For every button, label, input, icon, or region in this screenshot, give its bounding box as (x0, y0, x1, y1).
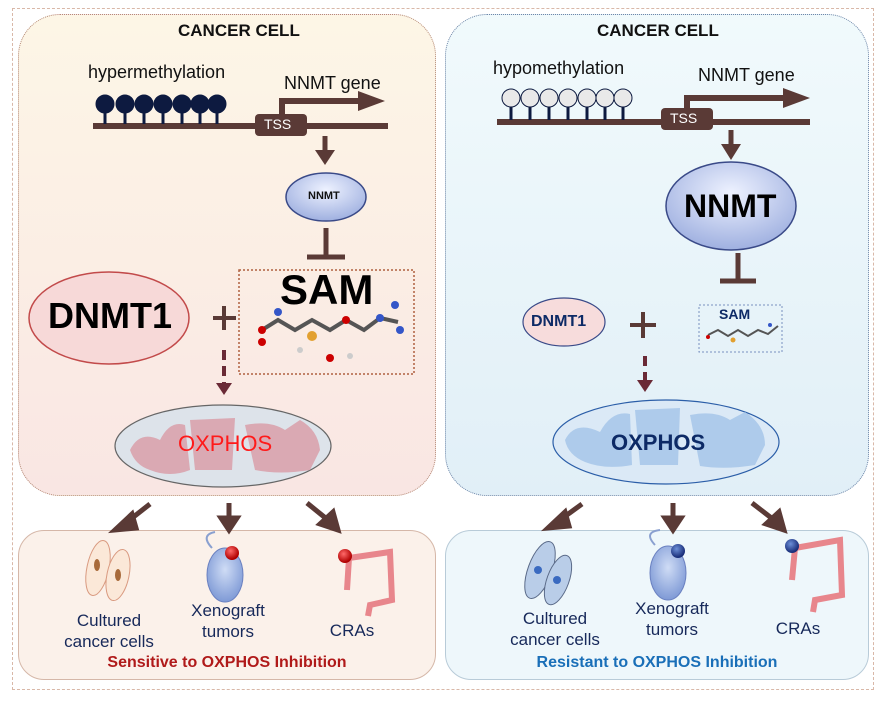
methylation-label-left: hypermethylation (88, 62, 226, 82)
dnmt1-label-right: DNMT1 (531, 313, 587, 330)
verdict-right: Resistant to OXPHOS Inhibition (536, 654, 778, 671)
sam-box-right (698, 304, 783, 353)
cultured-cells-icon-right (524, 541, 573, 606)
nnmt-ellipse-right (665, 161, 797, 251)
dna-strand-left (93, 91, 388, 165)
panel-title-left: CANCER CELL (178, 21, 300, 40)
nnmt-label-right: NNMT (684, 188, 777, 224)
dnmt1-ellipse-right (522, 297, 606, 347)
item-line: cancer cells (510, 630, 600, 649)
item-line: Cultured (522, 609, 588, 628)
gene-label-right: NNMT gene (698, 65, 795, 85)
tss-label-right: TSS (670, 110, 698, 126)
figure-frame (12, 8, 874, 690)
verdict-left: Sensitive to OXPHOS Inhibition (107, 654, 347, 671)
item-line: tumors (202, 622, 254, 641)
methylation-lollipops-hyper (95, 94, 227, 124)
item-line: cancer cells (64, 632, 154, 651)
item-cultured-cells-left: Cultured cancer cells (64, 610, 154, 652)
dna-strand-right (497, 88, 810, 160)
branch-arrows-left (107, 501, 342, 535)
cultured-cells-icon-left (85, 540, 131, 602)
gene-arrow-left (358, 91, 385, 111)
nnmt-label-left: NNMT (308, 190, 340, 202)
item-line: Cultured (76, 611, 142, 630)
sam-molecule-left (258, 301, 404, 362)
dnmt1-ellipse-left (28, 271, 190, 365)
dnmt1-label-left: DNMT1 (48, 295, 172, 336)
tss-box-right (661, 108, 713, 130)
tss-label-left: TSS (264, 116, 292, 132)
gene-arrow-right (783, 88, 810, 108)
item-line: Xenograft (635, 599, 709, 618)
mouse-tumor-icon-left (205, 531, 244, 603)
sam-box-left (238, 269, 415, 375)
sam-molecule-right (706, 323, 779, 343)
gene-label-left: NNMT gene (284, 73, 381, 93)
item-cultured-cells-right: Cultured cancer cells (505, 608, 605, 650)
colon-tumor-icon-left (338, 548, 396, 617)
panel-title-right: CANCER CELL (597, 21, 719, 40)
sam-label-left: SAM (280, 266, 374, 313)
oxphos-label-left: OXPHOS (178, 431, 273, 456)
item-cras-right: CRAs (775, 619, 821, 638)
branch-arrows-right (540, 501, 788, 535)
mitochondrion-left (114, 404, 332, 488)
oxphos-label-right: OXPHOS (611, 430, 706, 455)
tss-box-left (255, 114, 307, 136)
sam-label-right: SAM (719, 306, 751, 322)
item-cras-left: CRAs (329, 621, 375, 640)
colon-tumor-icon-right (785, 536, 846, 613)
methylation-lollipops-hypo (501, 88, 633, 120)
nnmt-ellipse-left (285, 172, 367, 222)
item-line: tumors (646, 620, 698, 639)
methylation-label-right: hypomethylation (493, 58, 625, 78)
item-line: Xenograft (191, 601, 265, 620)
mitochondrion-right (552, 399, 780, 485)
mouse-tumor-icon-right (649, 529, 687, 601)
item-xenograft-left: Xenograft tumors (183, 600, 273, 642)
item-xenograft-right: Xenograft tumors (627, 598, 717, 640)
